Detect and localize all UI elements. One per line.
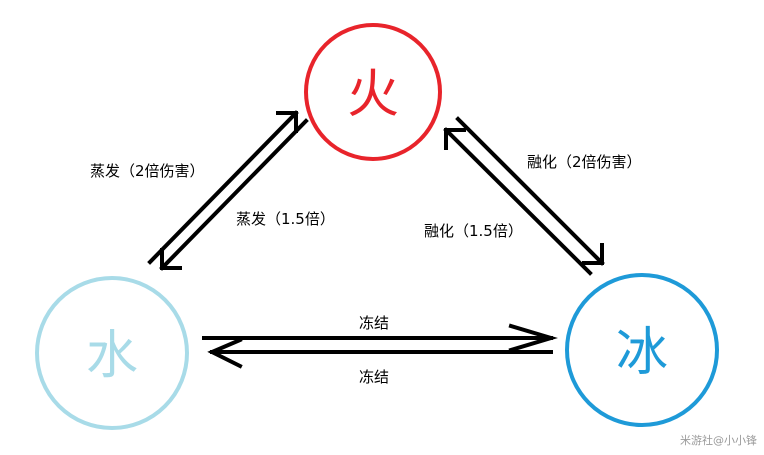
arrow-water-to-ice	[202, 323, 558, 353]
fire-label: 火	[347, 65, 399, 125]
ice-label: 冰	[616, 323, 668, 383]
edge-label-fire-to-ice: 融化（2倍伤害）	[527, 153, 642, 171]
arrow-fire-to-water	[159, 118, 309, 271]
water-node: 水	[35, 276, 189, 430]
fire-node: 火	[304, 23, 442, 161]
edge-label-ice-to-water: 冻结	[359, 368, 389, 386]
water-label: 水	[86, 326, 138, 386]
arrow-fire-to-ice	[455, 116, 605, 266]
edge-label-ice-to-fire: 融化（1.5倍）	[424, 222, 523, 240]
watermark: 米游社@小小锋	[680, 433, 757, 447]
edge-label-water-to-fire: 蒸发（2倍伤害）	[90, 162, 205, 180]
arrow-water-to-fire	[147, 110, 299, 265]
edge-label-fire-to-water: 蒸发（1.5倍）	[236, 210, 335, 228]
arrow-ice-to-water	[207, 337, 553, 369]
ice-node: 冰	[565, 273, 719, 427]
arrow-ice-to-fire	[443, 127, 593, 276]
edge-label-water-to-ice: 冻结	[359, 314, 389, 332]
